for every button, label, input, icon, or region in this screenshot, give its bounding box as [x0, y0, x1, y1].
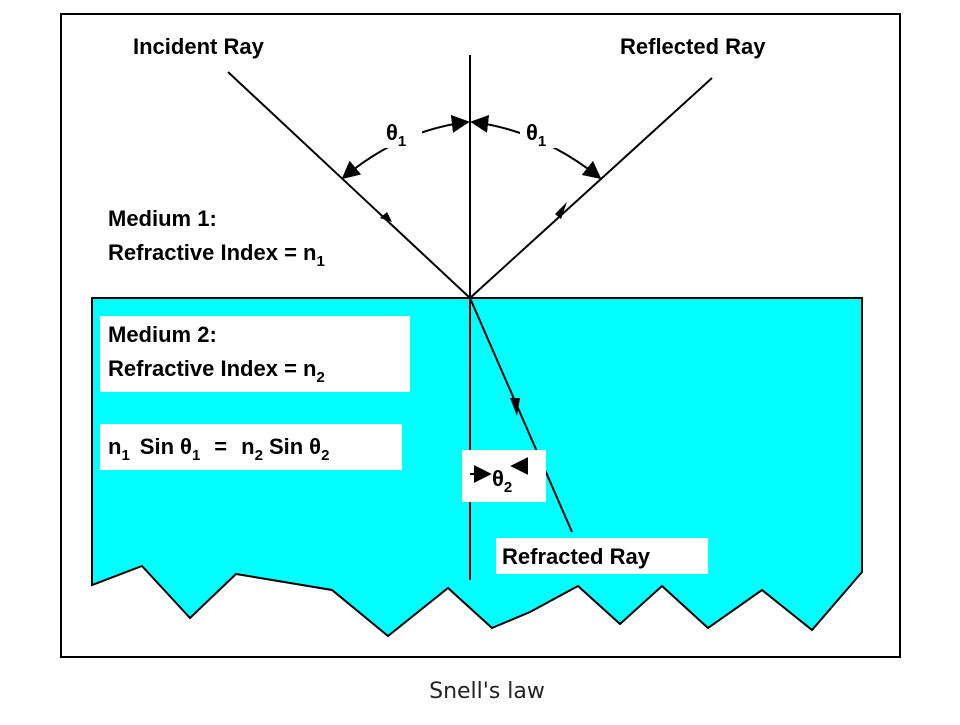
- medium-2-title: Medium 2:: [108, 322, 217, 347]
- theta1-right-label: θ1: [526, 120, 546, 150]
- refracted-ray: [469, 297, 573, 533]
- medium-2-index: Refractive Index = n2: [108, 356, 325, 386]
- reflected-ray-arrow: [555, 202, 567, 219]
- reflected-ray-label: Reflected Ray: [620, 34, 766, 59]
- snell-equation-bg: [100, 424, 402, 470]
- theta1-left-bg: [382, 114, 422, 148]
- incident-ray-arrow: [380, 212, 392, 222]
- reflected-ray: [469, 77, 713, 299]
- refracted-ray-arrow: [510, 398, 520, 416]
- refracted-label-bg: [496, 538, 708, 574]
- incident-ray: [227, 71, 471, 299]
- medium-1-index: Refractive Index = n1: [108, 240, 325, 270]
- medium-1-title: Medium 1:: [108, 206, 217, 231]
- medium-2-label-bg: [100, 316, 410, 392]
- theta1-left-label: θ1: [386, 120, 406, 150]
- incident-ray-label: Incident Ray: [133, 34, 265, 59]
- theta2-label: θ2: [492, 466, 512, 496]
- refracted-ray-label: Refracted Ray: [502, 544, 651, 569]
- theta1-right-bg: [520, 114, 560, 148]
- figure-caption: Snell's law: [429, 679, 545, 704]
